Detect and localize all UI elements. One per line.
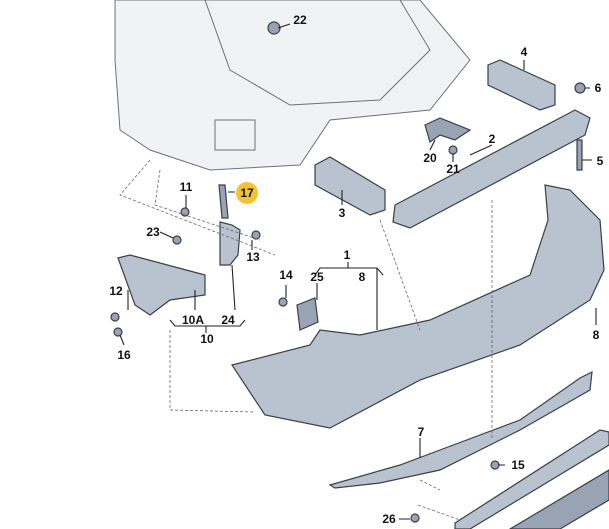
- label-8-upper: 8: [358, 270, 366, 284]
- label-25: 25: [310, 270, 324, 284]
- part-10A-bracket: [117, 254, 206, 316]
- bolt-16: [113, 327, 123, 337]
- label-2: 2: [488, 132, 496, 146]
- label-20: 20: [423, 151, 437, 165]
- part-24-bracket: [219, 221, 241, 266]
- part-17-pin: [218, 184, 229, 219]
- bolt-26: [410, 513, 420, 523]
- tail-recess: [214, 119, 256, 151]
- label-5: 5: [596, 154, 604, 168]
- bolt-13: [251, 230, 261, 240]
- label-15: 15: [511, 458, 525, 472]
- label-21: 21: [446, 162, 460, 176]
- nut-21: [448, 145, 458, 155]
- bolt-15: [490, 460, 500, 470]
- label-11: 11: [179, 180, 193, 194]
- plug-22: [267, 21, 281, 35]
- part-7-diffuser: [328, 370, 593, 489]
- leader-lines: [119, 23, 597, 521]
- trim-strip: [454, 429, 609, 529]
- grille-mesh: [508, 469, 609, 529]
- nut-23: [172, 235, 182, 245]
- label-1: 1: [343, 248, 351, 262]
- nut-14: [278, 297, 288, 307]
- label-6: 6: [594, 81, 602, 95]
- label-17-highlighted: 17: [236, 182, 258, 204]
- label-23: 23: [146, 225, 160, 239]
- label-22: 22: [293, 13, 307, 27]
- nut-6: [574, 82, 586, 94]
- part-4-bracket: [487, 59, 556, 111]
- label-3: 3: [338, 206, 346, 220]
- label-4: 4: [520, 45, 528, 59]
- label-26: 26: [382, 512, 396, 526]
- label-16: 16: [117, 348, 131, 362]
- label-10: 10: [200, 332, 214, 346]
- part-20-bracket: [424, 117, 472, 143]
- label-8-right: 8: [592, 328, 600, 342]
- label-10A: 10A: [181, 313, 205, 327]
- part-2-impact-bar: [392, 109, 591, 229]
- label-7: 7: [417, 425, 425, 439]
- bolt-5: [576, 139, 583, 171]
- part-3-bracket: [314, 156, 386, 216]
- label-14: 14: [279, 268, 293, 282]
- label-13: 13: [246, 250, 260, 264]
- label-12: 12: [109, 284, 123, 298]
- part-25-plate: [296, 297, 319, 331]
- part-1-bumper-cover: [231, 184, 605, 429]
- bolt-12: [110, 312, 120, 322]
- trunk-opening: [204, 0, 431, 106]
- nut-11: [180, 207, 190, 217]
- label-24: 24: [221, 313, 235, 327]
